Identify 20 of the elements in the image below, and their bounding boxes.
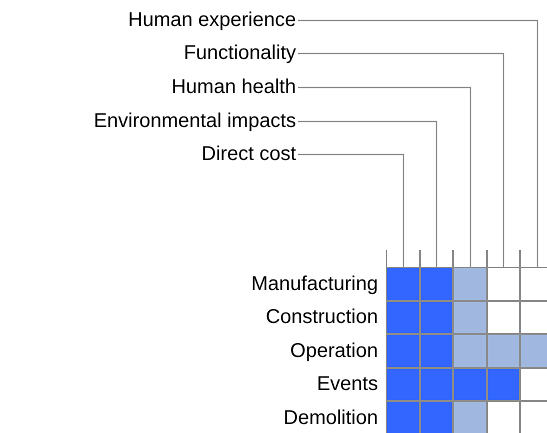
row-label: Operation	[290, 338, 378, 363]
leader-line	[298, 86, 472, 267]
leader-line	[298, 52, 504, 267]
column-heading: Environmental impacts	[94, 109, 296, 133]
matrix-column	[453, 267, 486, 433]
matrix-column	[420, 267, 453, 433]
leader-line	[298, 120, 438, 267]
row-label: Demolition	[284, 406, 378, 430]
matrix-column	[386, 267, 420, 433]
column-heading: Human experience	[128, 8, 296, 32]
matrix-column	[486, 267, 520, 433]
matrix-column	[520, 267, 547, 433]
row-label: Construction	[266, 305, 378, 330]
column-heading: Functionality	[184, 41, 296, 65]
leader-line	[298, 154, 404, 267]
column-heading: Direct cost	[202, 142, 296, 166]
row-label: Manufacturing	[251, 272, 378, 296]
row-label: Events	[316, 372, 378, 396]
leader-line	[298, 20, 538, 267]
column-heading: Human health	[171, 75, 296, 99]
